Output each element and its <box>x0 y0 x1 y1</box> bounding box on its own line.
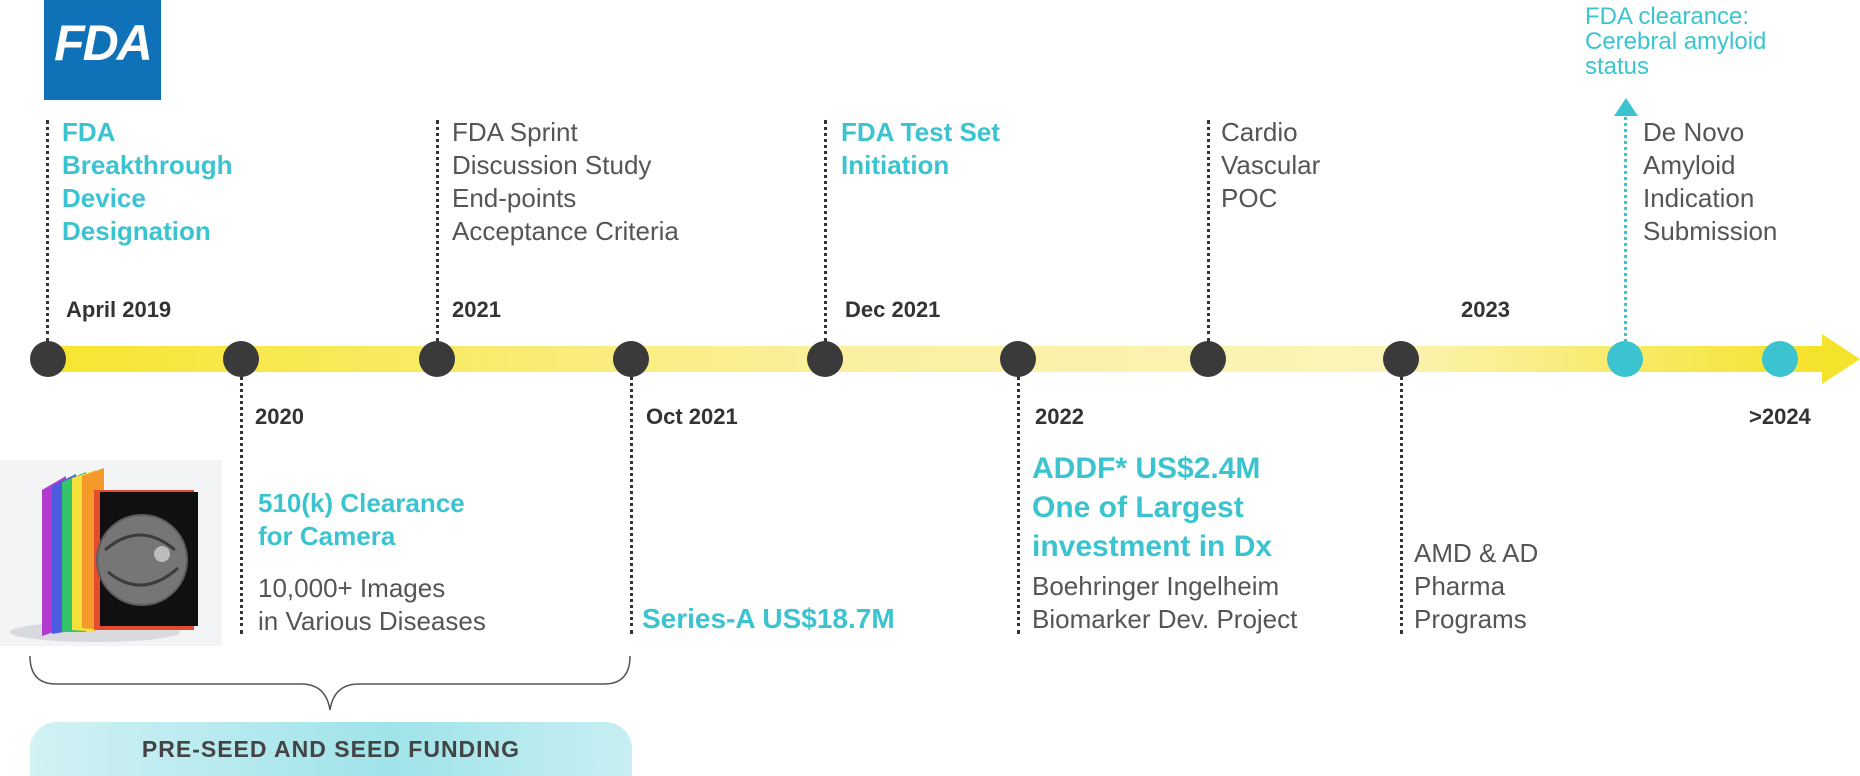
connector-m2 <box>240 376 243 634</box>
milestone-title-m2: 510(k) Clearance for Camera <box>258 488 465 551</box>
date-label-m9: 2023 <box>1461 297 1510 322</box>
fda-clearance-callout: FDA clearance: Cerebral amyloid status <box>1585 3 1767 80</box>
milestone-detail-m9: De Novo Amyloid Indication Submission <box>1643 117 1778 246</box>
milestone-title-m4: Series-A US$18.7M <box>642 603 895 634</box>
timeline-dot-m4 <box>613 341 649 377</box>
connector-m7 <box>1207 120 1210 342</box>
date-label-m10: >2024 <box>1749 404 1811 429</box>
retinal-image-stack <box>0 460 222 646</box>
connector-m4 <box>630 376 633 634</box>
milestone-title-m1: FDA Breakthrough Device Designation <box>62 117 233 246</box>
funding-brace <box>29 655 631 711</box>
milestone-title-m6: ADDF* US$2.4M One of Largest investment … <box>1032 452 1273 563</box>
connector-m9 <box>1624 112 1627 342</box>
timeline-dot-m6 <box>1000 341 1036 377</box>
timeline-dot-m1 <box>30 341 66 377</box>
connector-m1 <box>46 120 49 342</box>
timeline-bar <box>44 334 1860 384</box>
date-label-m1: April 2019 <box>66 297 172 322</box>
timeline-dot-m7 <box>1190 341 1226 377</box>
date-label-m5: Dec 2021 <box>845 297 941 322</box>
date-label-m2: 2020 <box>255 404 304 429</box>
timeline-dot-m8 <box>1383 341 1419 377</box>
connector-m3 <box>436 120 439 342</box>
fda-logo: FDA <box>44 0 161 100</box>
date-label-m4: Oct 2021 <box>646 404 738 429</box>
milestone-detail-m8: AMD & AD Pharma Programs <box>1414 538 1539 634</box>
funding-banner: PRE-SEED AND SEED FUNDING <box>30 722 632 776</box>
connector-m6 <box>1017 376 1020 634</box>
milestone-detail-m2: 10,000+ Images in Various Diseases <box>258 573 486 636</box>
connector-m8 <box>1400 376 1403 634</box>
timeline-dot-m10 <box>1762 341 1798 377</box>
milestone-detail-m7: Cardio Vascular POC <box>1221 117 1321 213</box>
timeline-dot-m9 <box>1607 341 1643 377</box>
milestone-detail-m6: Boehringer Ingelheim Biomarker Dev. Proj… <box>1032 571 1298 634</box>
timeline-dot-m2 <box>223 341 259 377</box>
connector-m5 <box>824 120 827 342</box>
milestone-title-m5: FDA Test Set Initiation <box>841 117 1000 180</box>
date-label-m6: 2022 <box>1035 404 1084 429</box>
timeline-dot-m3 <box>419 341 455 377</box>
up-arrow-icon <box>1614 98 1638 116</box>
timeline-dot-m5 <box>807 341 843 377</box>
milestone-detail-m3: FDA Sprint Discussion Study End-points A… <box>452 117 679 246</box>
timeline-arrowhead <box>1822 334 1860 384</box>
date-label-m3: 2021 <box>452 297 501 322</box>
